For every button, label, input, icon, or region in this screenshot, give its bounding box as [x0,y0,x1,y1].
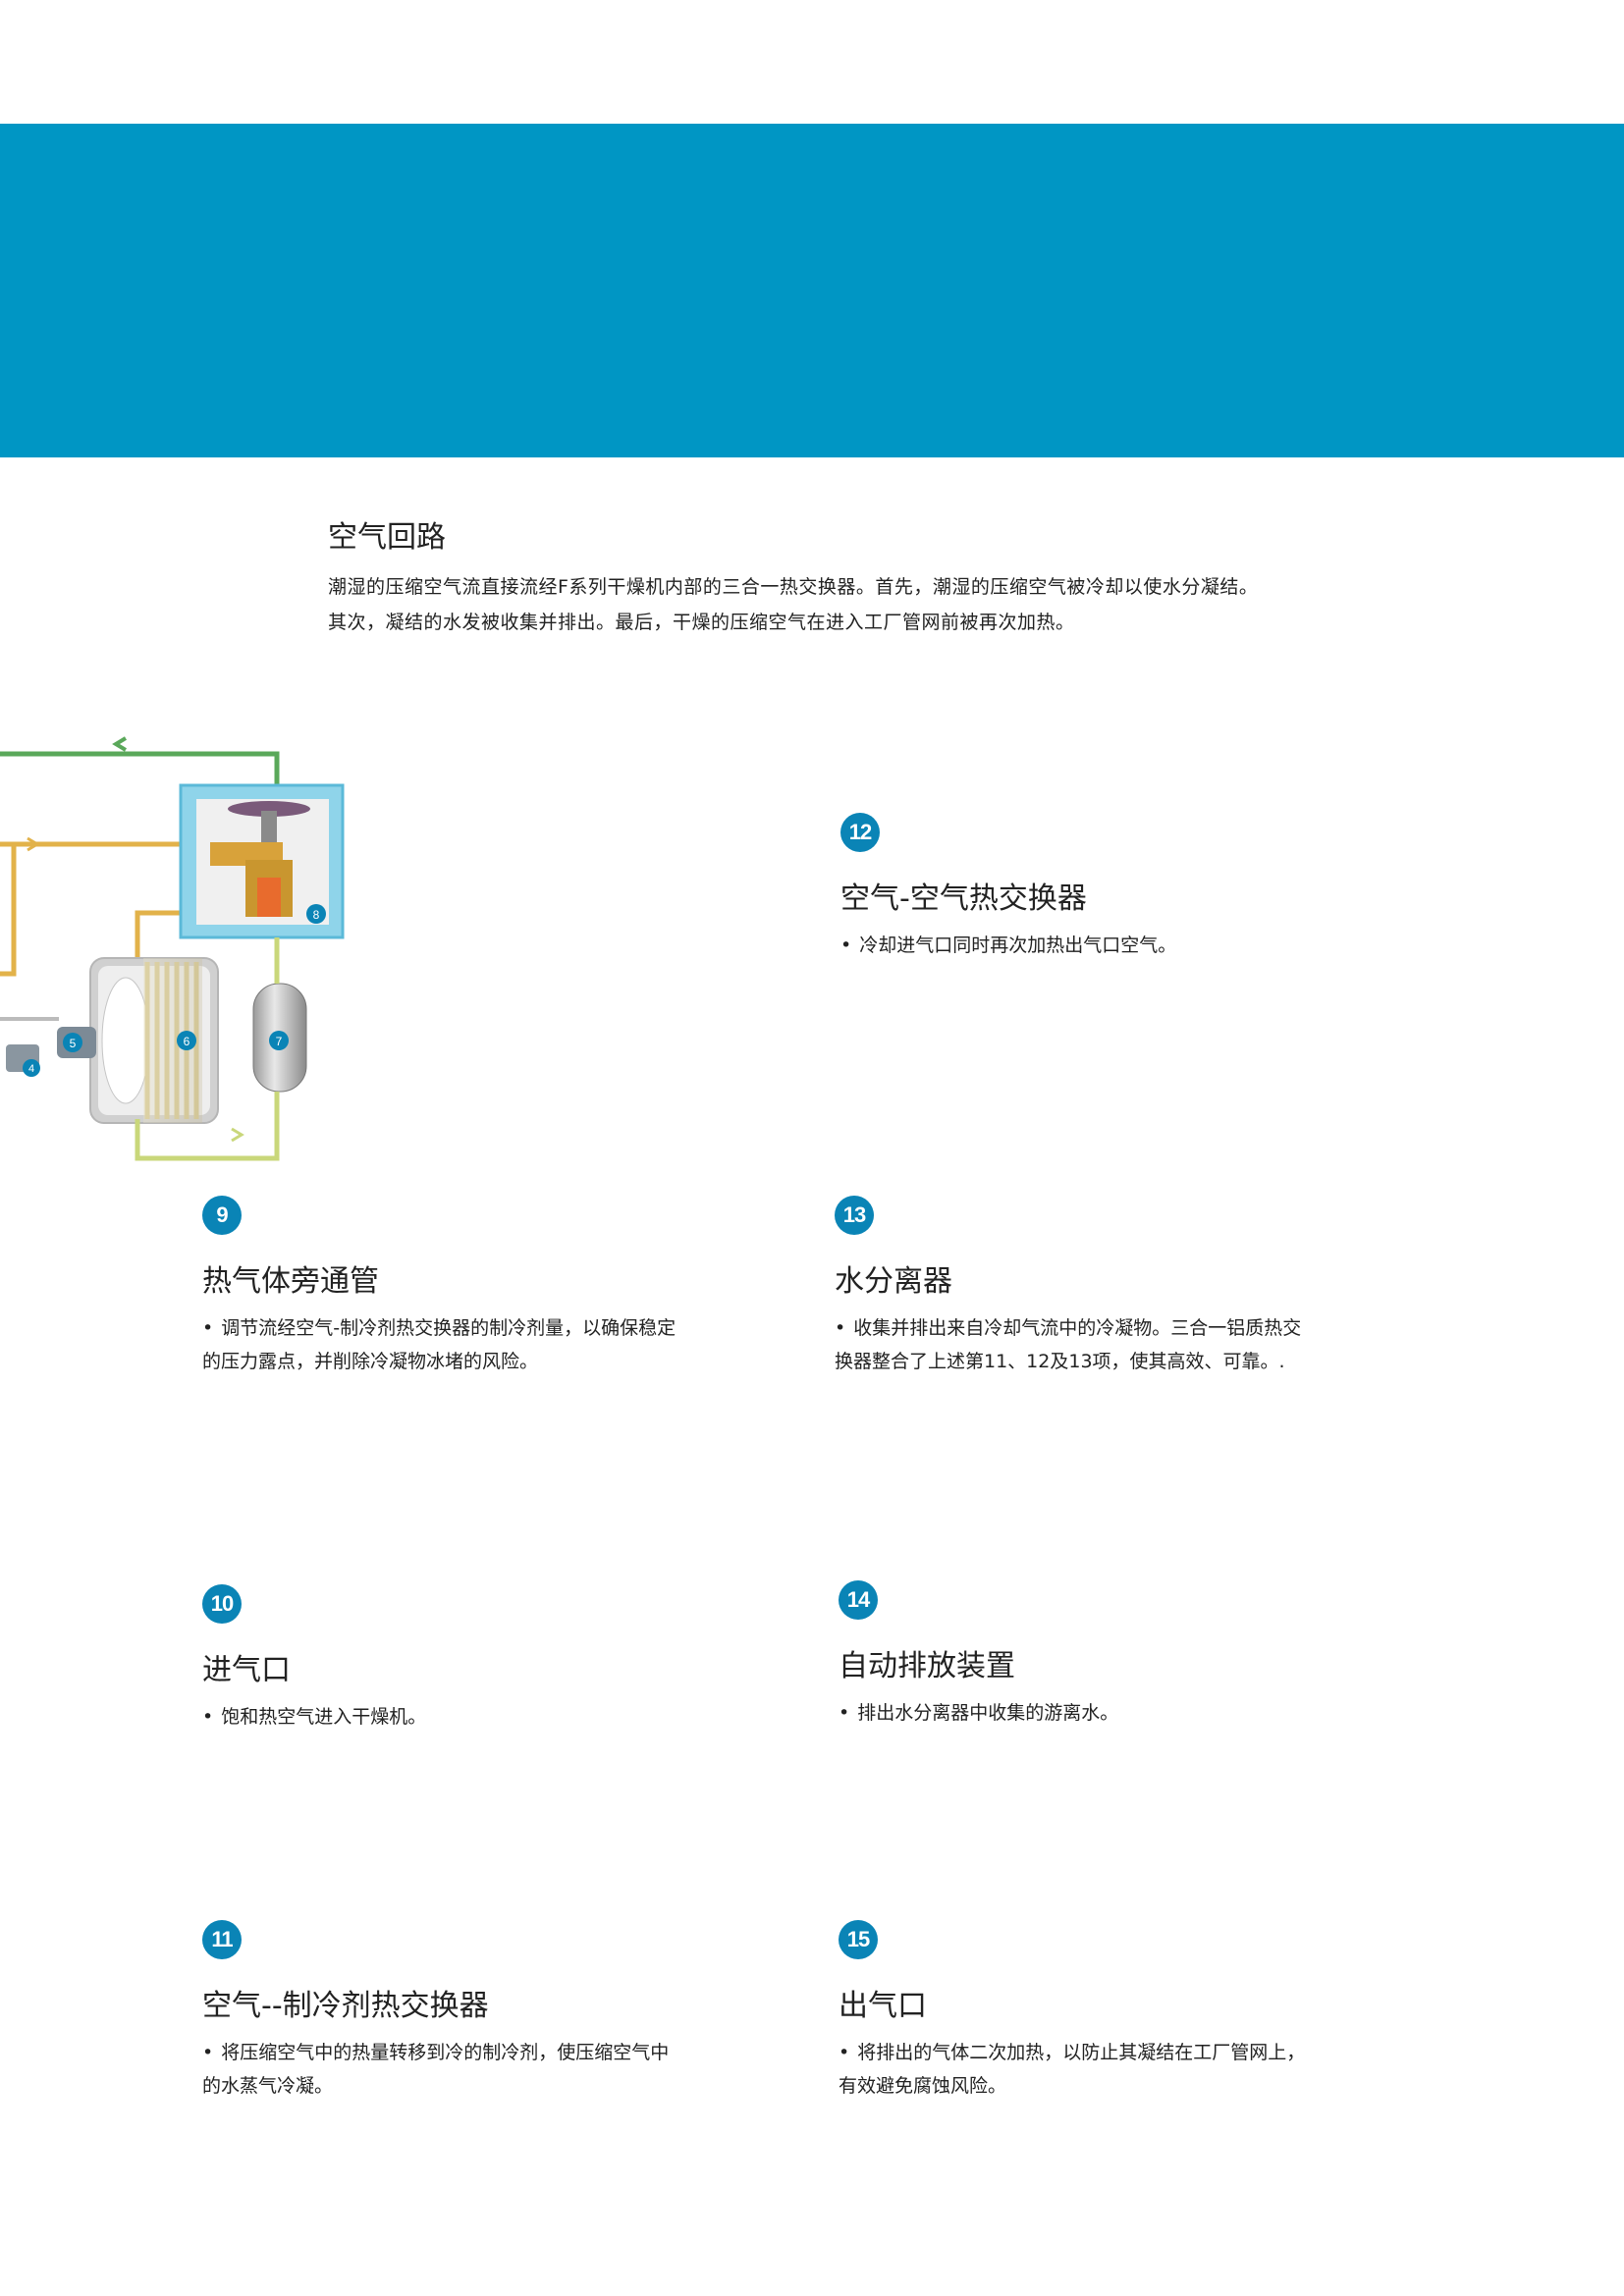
callout-7 [269,1031,289,1050]
svg-text:5: 5 [70,1037,77,1050]
item-14: 14 自动排放装置 •排出水分离器中收集的游离水。 [839,1580,1408,1730]
item-title: 自动排放装置 [839,1649,1015,1683]
header-banner [0,124,1624,457]
item-title: 水分离器 [835,1264,952,1299]
item-title: 出气口 [839,1989,927,2023]
number-badge: 13 [835,1196,874,1235]
item-desc: •饱和热空气进入干燥机。 [202,1706,427,1728]
air-circuit-diagram: 8 6 5 4 7 [0,736,345,1161]
arrow-icon [112,736,128,752]
callout-4 [23,1059,40,1077]
item-title: 进气口 [202,1653,291,1687]
item-desc: •调节流经空气-制冷剂热交换器的制冷剂量，以确保稳定的压力露点，并削除冷凝物冰堵… [202,1317,677,1372]
svg-text:7: 7 [276,1035,283,1048]
item-15: 15 出气口 •将排出的气体二次加热，以防止其凝结在工厂管网上，有效避免腐蚀风险… [839,1920,1408,2103]
number-badge: 14 [839,1580,878,1620]
item-13: 13 水分离器 •收集并排出来自冷却气流中的冷凝物。三合一铝质热交换器整合了上述… [835,1196,1404,1378]
item-title: 空气-空气热交换器 [840,881,1087,916]
item-10: 10 进气口 •饱和热空气进入干燥机。 [202,1584,772,1734]
number-badge: 15 [839,1920,878,1959]
callout-8 [306,904,326,924]
svg-text:4: 4 [28,1063,34,1075]
svg-text:8: 8 [313,908,320,922]
intro-line-1: 潮湿的压缩空气流直接流经F系列干燥机内部的三合一热交换器。首先，潮湿的压缩空气被… [328,576,1259,598]
item-desc: •收集并排出来自冷却气流中的冷凝物。三合一铝质热交换器整合了上述第11、12及1… [835,1317,1302,1372]
item-desc: •将压缩空气中的热量转移到冷的制冷剂，使压缩空气中的水蒸气冷凝。 [202,2042,670,2097]
item-9: 9 热气体旁通管 •调节流经空气-制冷剂热交换器的制冷剂量，以确保稳定的压力露点… [202,1196,772,1378]
outlet-pipe [0,751,280,795]
number-badge: 10 [202,1584,242,1624]
item-desc: •排出水分离器中收集的游离水。 [839,1702,1119,1724]
number-badge: 11 [202,1920,242,1959]
item-12: 12 空气-空气热交换器 •冷却进气口同时再次加热出气口空气。 [840,813,1410,962]
callout-6 [177,1031,196,1050]
callout-5 [63,1033,82,1052]
item-desc: •冷却进气口同时再次加热出气口空气。 [840,934,1177,956]
svg-text:6: 6 [184,1035,190,1048]
item-title: 空气--制冷剂热交换器 [202,1989,489,2023]
number-badge: 12 [840,813,880,852]
item-title: 热气体旁通管 [202,1264,379,1299]
intro-line-2: 其次，凝结的水发被收集并排出。最后，干燥的压缩空气在进入工厂管网前被再次加热。 [328,612,1075,633]
section-title: 空气回路 [328,520,446,555]
number-badge: 9 [202,1196,242,1235]
item-desc: •将排出的气体二次加热，以防止其凝结在工厂管网上，有效避免腐蚀风险。 [839,2042,1306,2097]
item-11: 11 空气--制冷剂热交换器 •将压缩空气中的热量转移到冷的制冷剂，使压缩空气中… [202,1920,772,2103]
intro-section: 空气回路 潮湿的压缩空气流直接流经F系列干燥机内部的三合一热交换器。首先，潮湿的… [328,512,1408,640]
